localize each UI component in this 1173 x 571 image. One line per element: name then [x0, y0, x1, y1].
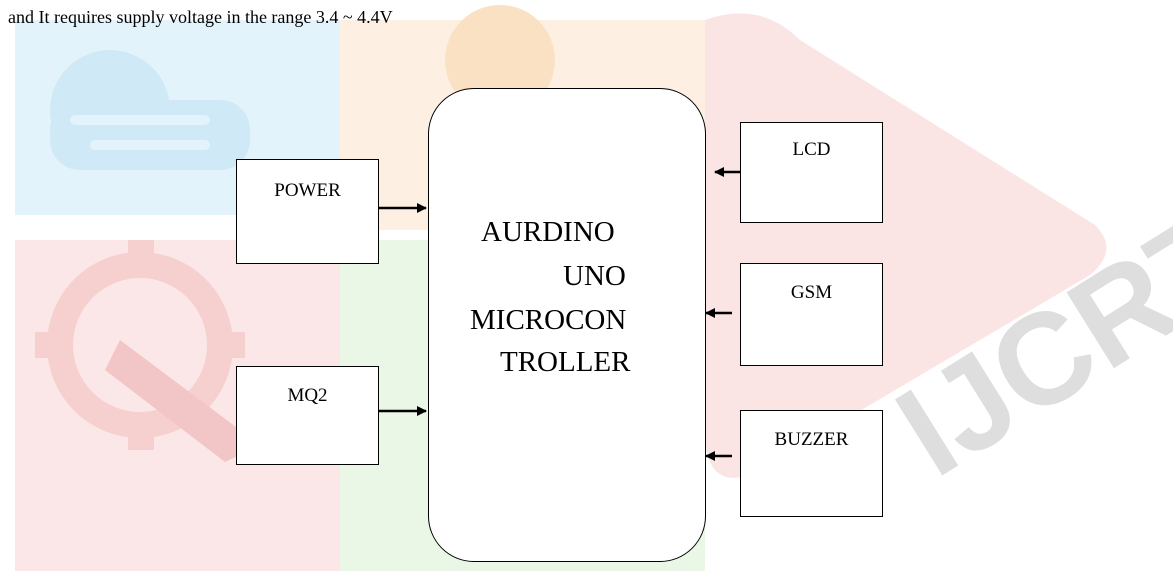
intro-text: and It requires supply voltage in the ra…: [8, 7, 393, 27]
gsm-block: GSM: [740, 263, 883, 366]
microcontroller-label-line-3: MICROCON: [470, 304, 627, 336]
buzzer-block: BUZZER: [740, 410, 883, 517]
microcontroller-label-line-2: UNO: [563, 260, 626, 292]
microcontroller-label-line-4: TROLLER: [500, 346, 631, 378]
mq2-block: MQ2: [236, 366, 379, 465]
gsm-label: GSM: [790, 282, 833, 303]
lcd-block: LCD: [740, 122, 883, 223]
power-block: POWER: [236, 159, 379, 264]
mq2-label: MQ2: [287, 385, 328, 406]
lcd-label: LCD: [792, 139, 831, 160]
microcontroller-block: AURDINO UNO MICROCON TROLLER: [428, 88, 706, 562]
power-label: POWER: [274, 180, 341, 201]
microcontroller-label-line-1: AURDINO: [481, 216, 615, 248]
watermark-bulb-icon: [445, 5, 555, 115]
buzzer-label: BUZZER: [774, 429, 849, 450]
